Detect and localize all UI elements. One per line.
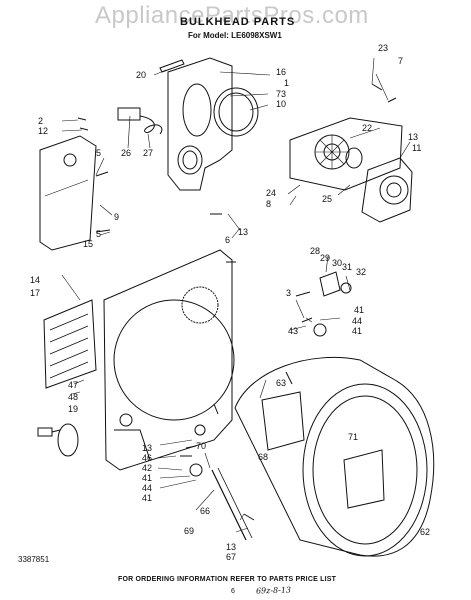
callout-48: 48 bbox=[68, 392, 78, 402]
model-number: For Model: LE6098XSW1 bbox=[188, 31, 282, 40]
callout-13: 13 bbox=[408, 132, 418, 142]
callout-66: 66 bbox=[200, 506, 210, 516]
part-front-bulkhead bbox=[103, 249, 233, 471]
callout-68: 68 bbox=[258, 452, 268, 462]
callout-32: 32 bbox=[356, 267, 366, 277]
callout-31: 31 bbox=[342, 262, 352, 272]
callout-2: 2 bbox=[38, 116, 43, 126]
part-bulkhead-opening bbox=[182, 83, 212, 137]
callout-62: 62 bbox=[420, 527, 430, 537]
callout-5: 5 bbox=[96, 148, 101, 158]
callout-10: 10 bbox=[276, 99, 286, 109]
callout-22: 22 bbox=[362, 123, 372, 133]
callout-9: 9 bbox=[114, 212, 119, 222]
callout-14: 14 bbox=[30, 275, 40, 285]
callout-13: 13 bbox=[226, 542, 236, 552]
part-heater-coils bbox=[43, 299, 97, 389]
part-front-bulkhead-opening bbox=[113, 299, 235, 421]
callout-67: 67 bbox=[226, 552, 236, 562]
callout-73: 73 bbox=[276, 89, 286, 99]
part-harness bbox=[139, 115, 163, 135]
callout-42: 42 bbox=[142, 463, 152, 473]
leader-lines bbox=[61, 57, 411, 533]
callout-17: 17 bbox=[30, 288, 40, 298]
diagram-title: BULKHEAD PARTS bbox=[180, 16, 296, 28]
callout-30: 30 bbox=[332, 258, 342, 268]
callout-41: 41 bbox=[142, 493, 152, 503]
callout-1: 1 bbox=[284, 78, 289, 88]
callout-7: 7 bbox=[398, 56, 403, 66]
part-thermal-fuse bbox=[37, 427, 53, 437]
callout-5: 5 bbox=[96, 229, 101, 239]
callout-41: 41 bbox=[354, 305, 364, 315]
callout-20: 20 bbox=[136, 70, 146, 80]
document-number: 3387851 bbox=[18, 555, 50, 564]
part-heater-box bbox=[39, 135, 97, 251]
part-bracket bbox=[159, 59, 185, 73]
watermark: AppliancePartsPros.com bbox=[95, 2, 369, 29]
callout-26: 26 bbox=[121, 148, 131, 158]
callout-69: 69 bbox=[184, 526, 194, 536]
handwritten-note: 69z-8-13 bbox=[255, 585, 292, 596]
callout-23: 23 bbox=[378, 43, 388, 53]
part-drum-rim bbox=[302, 383, 428, 557]
callout-15: 15 bbox=[83, 239, 93, 249]
part-screws bbox=[77, 83, 397, 521]
callout-63: 63 bbox=[276, 378, 286, 388]
callout-25: 25 bbox=[322, 194, 332, 204]
callout-8: 8 bbox=[266, 199, 271, 209]
ordering-note: FOR ORDERING INFORMATION REFER TO PARTS … bbox=[118, 576, 337, 583]
callout-28: 28 bbox=[310, 246, 320, 256]
part-belt bbox=[211, 469, 247, 541]
callout-41: 41 bbox=[352, 326, 362, 336]
callout-29: 29 bbox=[320, 253, 330, 263]
part-drum bbox=[234, 356, 435, 557]
callout-24: 24 bbox=[266, 188, 276, 198]
part-baffle bbox=[261, 391, 305, 451]
callout-3: 3 bbox=[286, 288, 291, 298]
callout-70: 70 bbox=[196, 441, 206, 451]
part-thermostat bbox=[117, 107, 141, 121]
part-seal-ring bbox=[213, 87, 259, 137]
callout-19: 19 bbox=[68, 404, 78, 414]
callout-44: 44 bbox=[142, 483, 152, 493]
callout-16: 16 bbox=[276, 67, 286, 77]
callout-27: 27 bbox=[143, 148, 153, 158]
callout-13: 13 bbox=[238, 227, 248, 237]
callout-6: 6 bbox=[225, 235, 230, 245]
callout-12: 12 bbox=[38, 126, 48, 136]
callout-44: 44 bbox=[352, 316, 362, 326]
callout-11: 11 bbox=[412, 143, 421, 153]
callout-13: 13 bbox=[142, 443, 152, 453]
callout-43: 43 bbox=[288, 326, 298, 336]
page-number: 6 bbox=[231, 588, 235, 595]
part-baffle-front bbox=[343, 449, 385, 509]
callout-71: 71 bbox=[348, 432, 358, 442]
callout-46: 46 bbox=[142, 453, 152, 463]
callout-47: 47 bbox=[68, 380, 78, 390]
part-blower-housing bbox=[289, 117, 403, 191]
part-bulkhead-panel bbox=[167, 57, 233, 191]
callout-41: 41 bbox=[142, 473, 152, 483]
part-roller bbox=[189, 463, 203, 477]
part-idler-pulley bbox=[319, 271, 341, 297]
